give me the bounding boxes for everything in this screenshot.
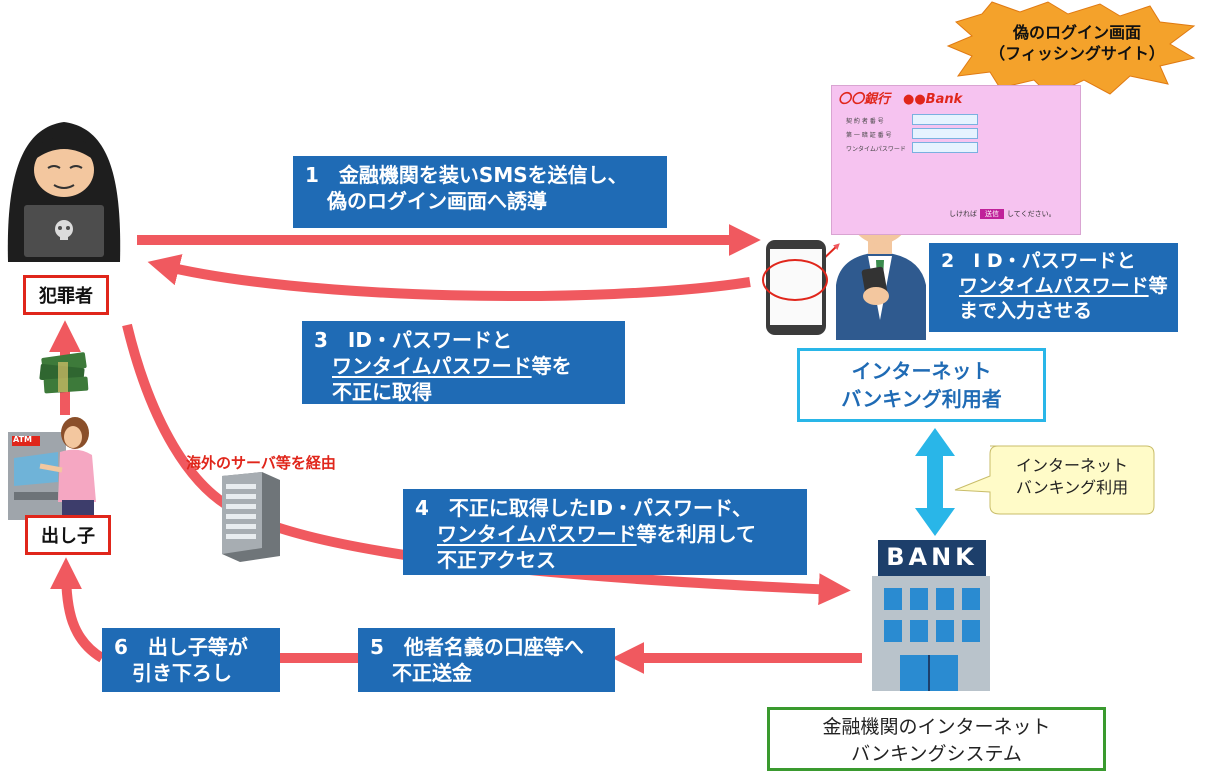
step-3-line-2-rest: 等を xyxy=(531,354,572,378)
login-field-label-3: ワンタイムパスワード xyxy=(846,146,906,153)
role-bank-system: 金融機関のインターネット バンキングシステム xyxy=(767,707,1106,771)
user-label-line-1: インターネット xyxy=(851,359,992,383)
bank-system-line-2: バンキングシステム xyxy=(851,743,1022,765)
login-field-label-2: 第 一 暗 証 番 号 xyxy=(846,132,892,139)
phishing-site-burst-label: 偽のログイン画面 （フィッシングサイト） xyxy=(962,22,1192,64)
login-bank-name: 〇〇銀行 ●●Bank xyxy=(838,92,963,107)
burst-line-1: 偽のログイン画面 xyxy=(1012,23,1141,42)
step-1-line-1: 1 金融機関を装いSMSを送信し、 xyxy=(305,163,628,187)
bank-system-line-1: 金融機関のインターネット xyxy=(822,716,1051,738)
login-bottom-after: してください。 xyxy=(1007,210,1056,218)
step-2-line-2-rest: 等 xyxy=(1148,275,1168,297)
double-arrow-user-bank xyxy=(915,428,955,536)
overseas-server-label: 海外のサーバ等を経由 xyxy=(186,454,336,472)
step-6-line-2: 引き下ろし xyxy=(132,661,232,685)
step-1-box: 1 金融機関を装いSMSを送信し、 偽のログイン画面へ誘導 xyxy=(293,156,667,228)
step-2-line-1: 2 I D・パスワードと xyxy=(941,250,1136,272)
arrow-credentials-to-criminal xyxy=(147,254,751,302)
step-5-line-2: 不正送金 xyxy=(392,661,472,685)
step-2-line-3: まで入力させる xyxy=(959,300,1093,322)
step-3-line-3: 不正に取得 xyxy=(332,380,432,404)
step-3-otp-underlined: ワンタイムパスワード xyxy=(332,354,532,378)
role-banking-user: インターネット バンキング利用者 xyxy=(797,348,1046,422)
step-4-line-2-rest: 等を利用して xyxy=(636,522,757,546)
step-3-line-1: 3 ID・パスワードと xyxy=(314,328,512,352)
role-money-mule: 出し子 xyxy=(25,515,111,555)
step-6-box: 6 出し子等が 引き下ろし xyxy=(102,628,280,692)
bank-building-illustration xyxy=(872,540,990,691)
burst-shape xyxy=(946,1,1196,97)
bank-sign: BANK xyxy=(886,543,978,571)
step-4-line-1: 4 不正に取得したID・パスワード、 xyxy=(415,496,753,520)
callout-banking-use: インターネット バンキング利用 xyxy=(992,455,1152,499)
login-field-2 xyxy=(912,128,978,139)
login-field-label-1: 契 約 者 番 号 xyxy=(846,118,884,125)
step-5-box: 5 他者名義の口座等へ 不正送金 xyxy=(358,628,615,692)
money-bundle-illustration xyxy=(39,352,89,394)
step-2-otp-underlined: ワンタイムパスワード xyxy=(959,275,1149,297)
step-2-box: 2 I D・パスワードと ワンタイムパスワード等 まで入力させる xyxy=(929,243,1178,332)
atm-woman-illustration xyxy=(8,417,96,526)
login-bottom-text: しければ送信してください。 xyxy=(949,209,1056,219)
callout-bubble xyxy=(954,445,1155,515)
step-6-line-1: 6 出し子等が xyxy=(114,635,248,659)
sms-highlight-ring xyxy=(762,259,828,301)
callout-line-1: インターネット xyxy=(1015,456,1128,475)
step-4-box: 4 不正に取得したID・パスワード、 ワンタイムパスワード等を利用して 不正アク… xyxy=(403,489,807,575)
user-label-line-2: バンキング利用者 xyxy=(841,387,1002,411)
login-field-3 xyxy=(912,142,978,153)
arrow-withdraw xyxy=(50,557,105,663)
step-5-line-1: 5 他者名義の口座等へ xyxy=(370,635,584,659)
login-bottom-before: しければ xyxy=(949,210,977,218)
step-4-line-3: 不正アクセス xyxy=(437,548,556,572)
atm-sign: ATM xyxy=(13,435,32,444)
server-illustration xyxy=(222,472,280,562)
burst-line-2: （フィッシングサイト） xyxy=(989,44,1165,63)
login-field-1 xyxy=(912,114,978,125)
callout-line-2: バンキング利用 xyxy=(1015,478,1129,497)
fake-login-screen: 〇〇銀行 ●●Bank 契 約 者 番 号 第 一 暗 証 番 号 ワンタイムパ… xyxy=(831,85,1081,235)
smartphone-illustration xyxy=(762,240,828,335)
role-criminal: 犯罪者 xyxy=(23,275,109,315)
step-1-line-2: 偽のログイン画面へ誘導 xyxy=(327,189,547,213)
arrow-unauthorized-access xyxy=(122,323,851,606)
step-4-otp-underlined: ワンタイムパスワード xyxy=(437,522,637,546)
step-3-box: 3 ID・パスワードと ワンタイムパスワード等を 不正に取得 xyxy=(302,321,625,404)
login-submit-button: 送信 xyxy=(980,209,1004,219)
criminal-illustration xyxy=(7,122,121,262)
